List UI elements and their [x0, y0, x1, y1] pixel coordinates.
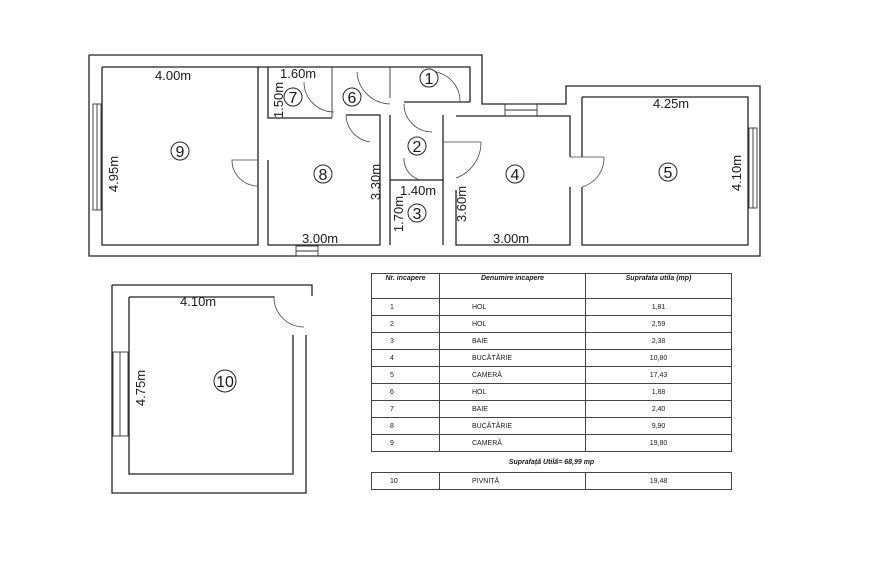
- room-number-10: 10: [216, 374, 234, 391]
- row-area: 2,40: [585, 400, 732, 418]
- dimension-room3-width: 1.40m: [400, 183, 436, 198]
- row-nr: 2: [371, 315, 440, 333]
- row-area: 9,90: [585, 417, 732, 435]
- row-area: 19,80: [585, 434, 732, 452]
- row-area: 19,48: [585, 472, 732, 490]
- row-area: 10,80: [585, 349, 732, 367]
- dimension-room10-width: 4.10m: [180, 294, 216, 309]
- row-name: BAIE: [439, 332, 586, 350]
- row-area: 2,38: [585, 332, 732, 350]
- dimension-room7-width: 1.60m: [280, 66, 316, 81]
- dimension-room3-height: 1.70m: [391, 196, 406, 232]
- basement-walls: [111, 284, 313, 494]
- row-area: 17,43: [585, 366, 732, 384]
- table-row: 8 BUCĂTĂRIE 9,90: [371, 417, 732, 435]
- apartment-walls: [88, 54, 761, 257]
- row-nr: 7: [371, 400, 440, 418]
- room-number-9: 9: [176, 144, 185, 161]
- table-header-row: Nr. incapere Denumire incapere Suprafata…: [371, 273, 732, 299]
- table-row: 5 CAMERĂ 17,43: [371, 366, 732, 384]
- dimension-room10-height: 4.75m: [133, 370, 148, 406]
- table-row: 6 HOL 1,88: [371, 383, 732, 401]
- row-nr: 3: [371, 332, 440, 350]
- room-number-8: 8: [319, 167, 328, 184]
- table-row: 2 HOL 2,59: [371, 315, 732, 333]
- row-nr: 8: [371, 417, 440, 435]
- dimension-room9-width: 4.00m: [155, 68, 191, 83]
- row-name: HOL: [439, 315, 586, 333]
- row-nr: 1: [371, 298, 440, 316]
- row-nr: 9: [371, 434, 440, 452]
- row-nr: 5: [371, 366, 440, 384]
- room-number-3: 3: [413, 206, 422, 223]
- row-name: BAIE: [439, 400, 586, 418]
- table-total-row: Suprafață Utilă= 68,99 mp: [371, 451, 732, 473]
- header-name: Denumire incapere: [439, 273, 586, 299]
- room-number-4: 4: [511, 167, 520, 184]
- dimension-room4-height: 3.60m: [454, 186, 469, 222]
- room-number-markers: 1 2 3 4 5 6 7 8 9 10: [170, 68, 678, 393]
- room-number-5: 5: [664, 165, 673, 182]
- row-nr: 4: [371, 349, 440, 367]
- table-row: 7 BAIE 2,40: [371, 400, 732, 418]
- table-row: 3 BAIE 2,38: [371, 332, 732, 350]
- room-number-6: 6: [348, 90, 357, 107]
- table-row: 10 PIVNIȚĂ 19,48: [371, 472, 732, 490]
- row-name: BUCĂTĂRIE: [439, 349, 586, 367]
- row-nr: 10: [371, 472, 440, 490]
- dimension-room8-height: 3.30m: [368, 164, 383, 200]
- row-name: HOL: [439, 383, 586, 401]
- row-nr: 6: [371, 383, 440, 401]
- row-name: CAMERĂ: [439, 434, 586, 452]
- row-name: BUCĂTĂRIE: [439, 417, 586, 435]
- room-area-table: Nr. incapere Denumire incapere Suprafata…: [371, 273, 732, 490]
- dimension-room9-height: 4.95m: [106, 156, 121, 192]
- table-row: 4 BUCĂTĂRIE 10,80: [371, 349, 732, 367]
- table-row: 1 HOL 1,81: [371, 298, 732, 316]
- total-area: Suprafață Utilă= 68,99 mp: [371, 451, 732, 473]
- dimension-labels: 4.00m 4.95m 1.60m 1.50m 3.00m 3.30m 1.40…: [106, 66, 744, 406]
- dimension-room5-height: 4.10m: [729, 155, 744, 191]
- table-row: 9 CAMERĂ 19,80: [371, 434, 732, 452]
- room-number-1: 1: [425, 71, 434, 88]
- room-number-7: 7: [289, 90, 298, 107]
- dimension-room7-height: 1.50m: [271, 82, 286, 118]
- row-area: 1,81: [585, 298, 732, 316]
- row-area: 2,59: [585, 315, 732, 333]
- header-nr: Nr. incapere: [371, 273, 440, 299]
- room-number-2: 2: [413, 139, 422, 156]
- row-name: PIVNIȚĂ: [439, 472, 586, 490]
- dimension-room4-width: 3.00m: [493, 231, 529, 246]
- header-area: Suprafata utila (mp): [585, 273, 732, 299]
- row-area: 1,88: [585, 383, 732, 401]
- dimension-room8-width: 3.00m: [302, 231, 338, 246]
- dimension-room5-width: 4.25m: [653, 96, 689, 111]
- row-name: CAMERĂ: [439, 366, 586, 384]
- row-name: HOL: [439, 298, 586, 316]
